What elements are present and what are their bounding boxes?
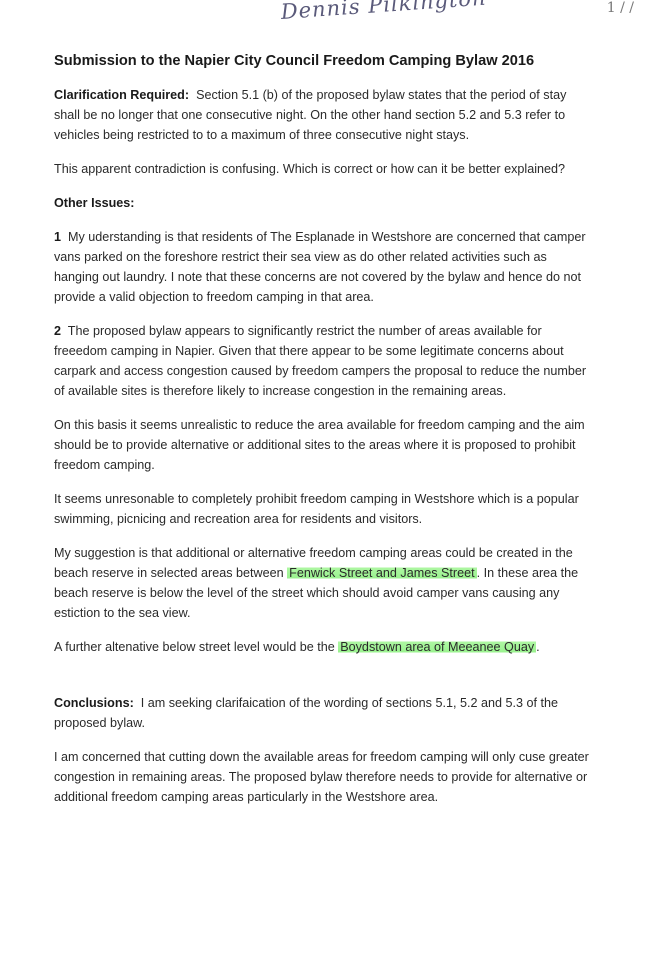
highlighted-location-fenwick: Fenwick Street and James Street xyxy=(287,566,477,580)
suggestion-text-before: My suggestion is that additional or alte… xyxy=(54,546,573,580)
basis-paragraph: On this basis it seems unrealistic to re… xyxy=(54,418,585,472)
issue-2-number: 2 xyxy=(54,324,62,338)
clarification-label: Clarification Required: xyxy=(54,88,190,102)
clarification-paragraph: Clarification Required: Section 5.1 (b) … xyxy=(54,85,594,145)
conclusions-text: I am seeking clarifaication of the wordi… xyxy=(54,696,559,730)
unreasonable-paragraph: It seems unresonable to completely prohi… xyxy=(54,492,579,526)
issue-1-text: My uderstanding is that residents of The… xyxy=(54,230,586,304)
contradiction-paragraph: This apparent contradiction is confusing… xyxy=(54,162,566,176)
clarification-text: Section 5.1 (b) of the proposed bylaw st… xyxy=(54,88,567,142)
conclusions-paragraph: Conclusions: I am seeking clarifaication… xyxy=(54,693,594,733)
suggestion-paragraph: My suggestion is that additional or alte… xyxy=(54,543,594,623)
document-title: Submission to the Napier City Council Fr… xyxy=(54,53,535,69)
alternative-paragraph: A further altenative below street level … xyxy=(54,637,594,657)
alternative-text-after: . xyxy=(536,640,540,654)
handwritten-signature: Dennis Pilkington xyxy=(280,0,488,24)
issue-1-paragraph: 1 My uderstanding is that residents of T… xyxy=(54,227,594,307)
spacer xyxy=(54,671,594,693)
alternative-text-before: A further altenative below street level … xyxy=(54,640,339,654)
issue-2-text: The proposed bylaw appears to significan… xyxy=(54,324,587,398)
corner-mark: 1 / / xyxy=(606,0,634,16)
concern-paragraph: I am concerned that cutting down the ava… xyxy=(54,750,589,804)
issue-2-paragraph: 2 The proposed bylaw appears to signific… xyxy=(54,321,594,401)
highlighted-location-boydstown: Boydstown area of Meeanee Quay xyxy=(338,640,537,654)
document-body: Submission to the Napier City Council Fr… xyxy=(54,53,594,821)
suggestion-text-after: . In these area the beach reserve is bel… xyxy=(54,566,579,620)
conclusions-label: Conclusions: xyxy=(54,696,134,710)
issue-1-number: 1 xyxy=(54,230,62,244)
other-issues-heading: Other Issues: xyxy=(54,196,135,210)
